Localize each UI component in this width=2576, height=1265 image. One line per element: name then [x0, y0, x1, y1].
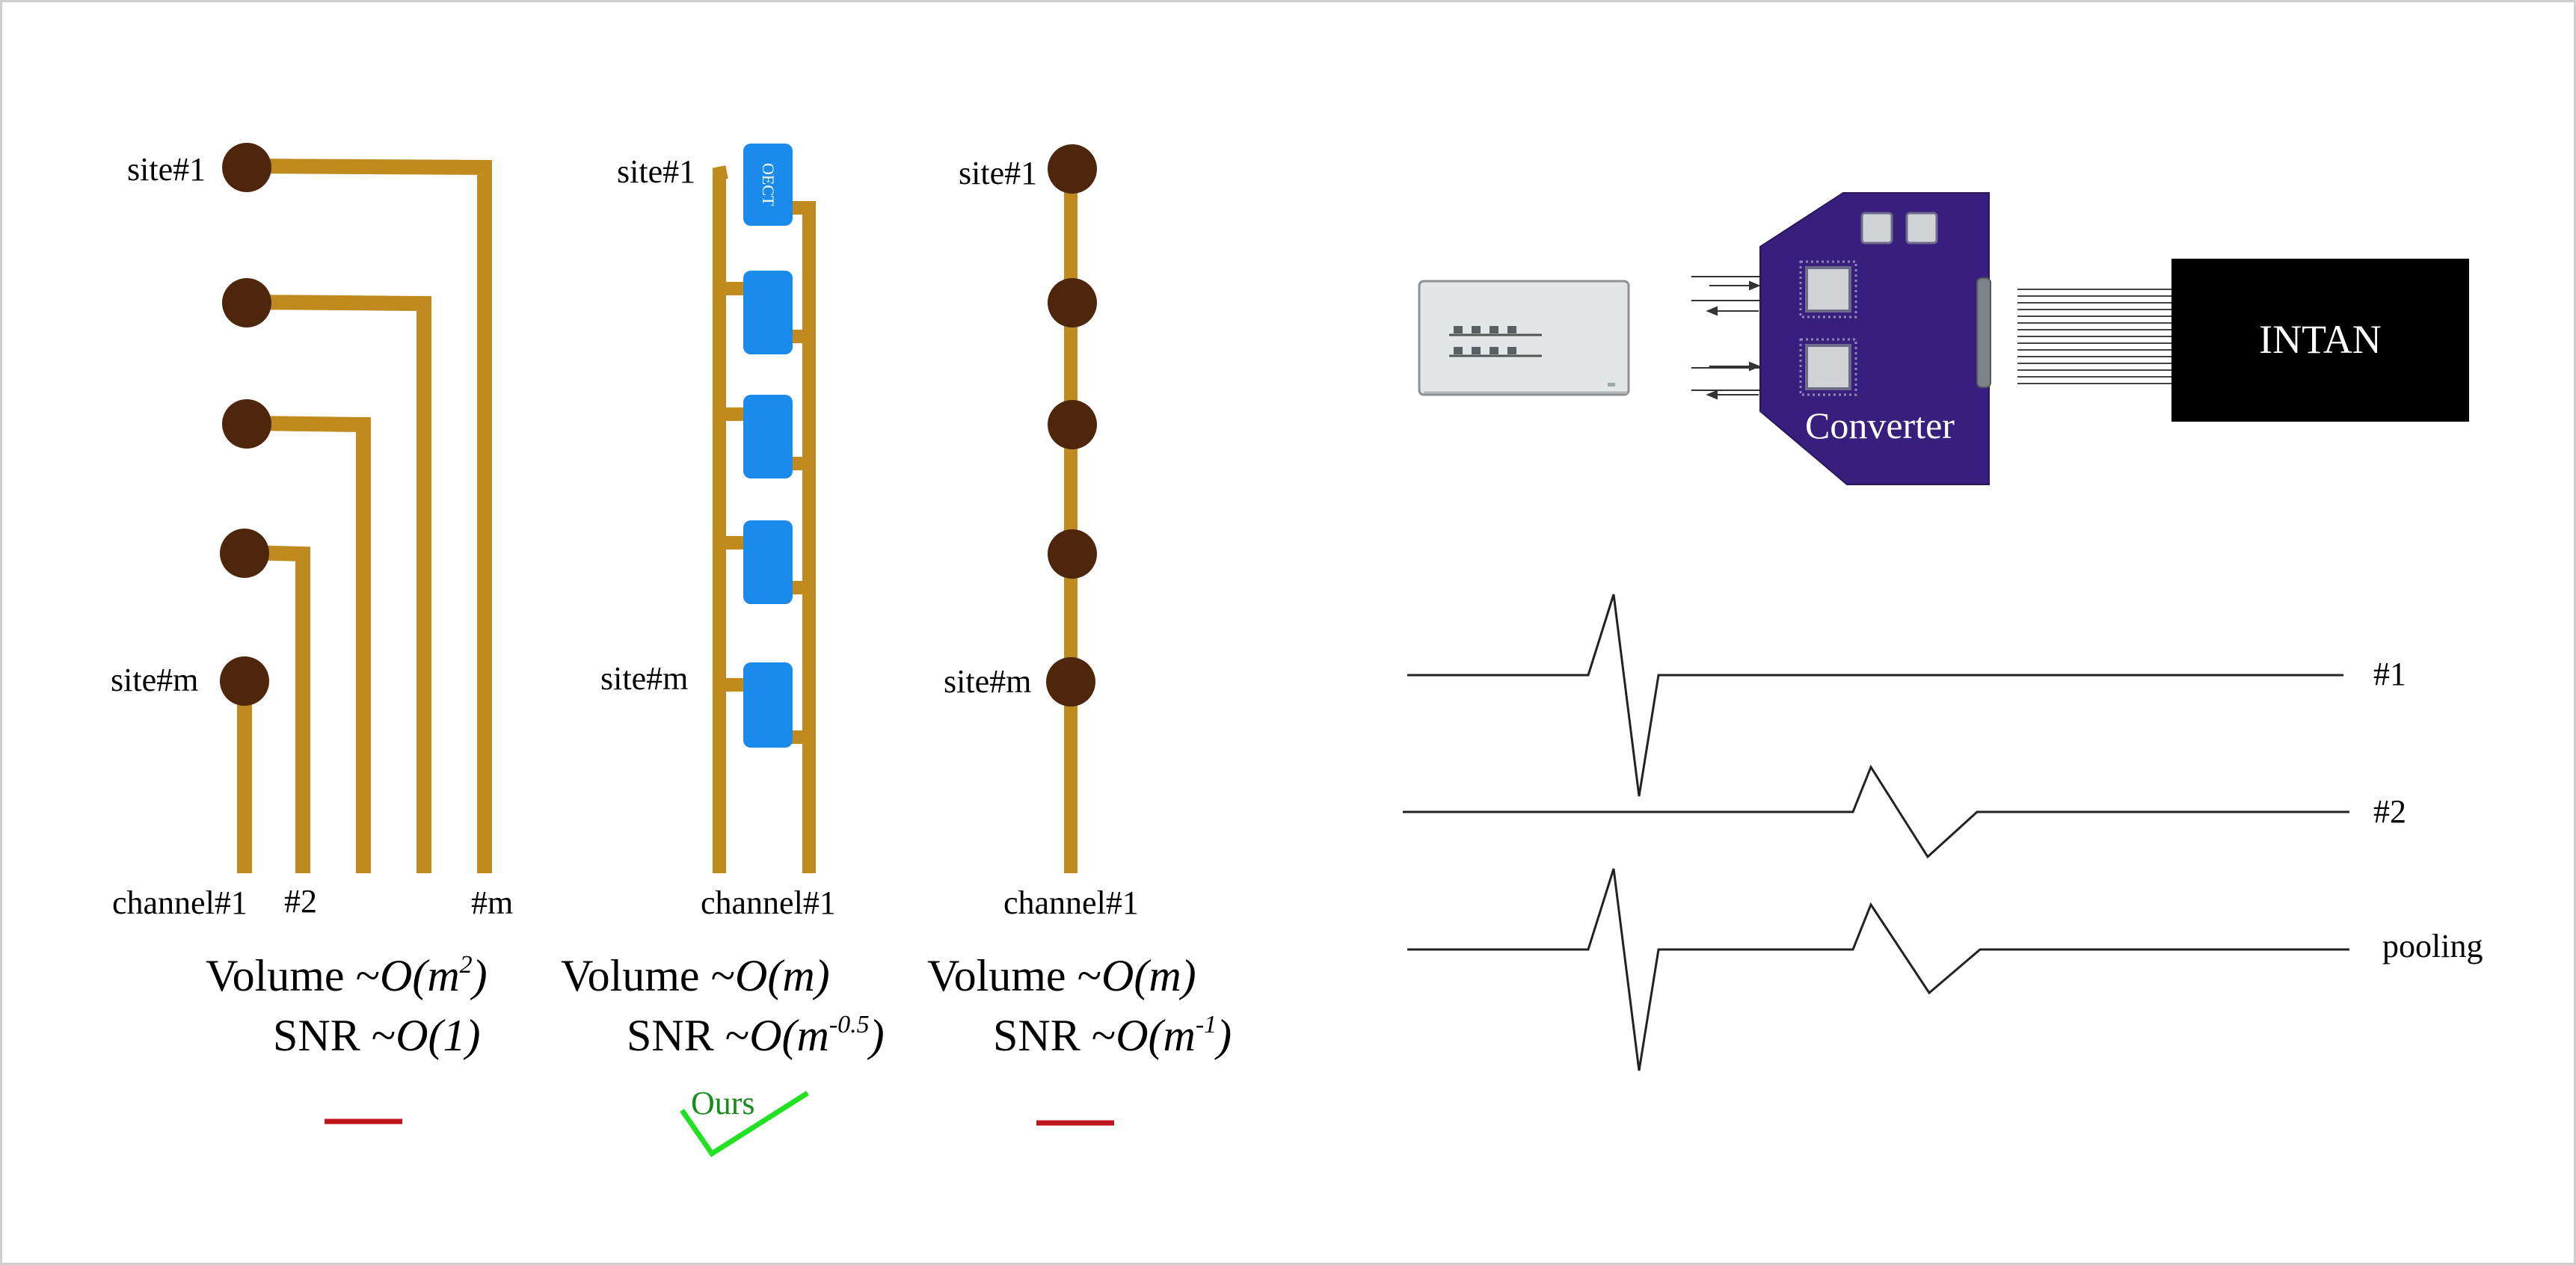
panel-a-label-site-first: site#1: [127, 151, 206, 188]
panel-c-snr-prefix: SNR ~: [993, 1011, 1116, 1060]
panel-a-site-m: [220, 656, 269, 706]
panel-a-volume-sup: 2: [460, 951, 473, 979]
panel-b-oect-5: [743, 662, 793, 748]
converter-pcb: [1759, 192, 1990, 485]
panel-a-snr-expr: O(1): [396, 1011, 480, 1060]
panel-b-snr-expr: O(m: [749, 1011, 829, 1060]
probe-chip: [1418, 280, 1630, 396]
panel-a-wire-2: [246, 295, 431, 873]
panel-b-snr: SNR ~O(m-0.5): [627, 1011, 885, 1060]
panel-a-wire-3: [246, 416, 371, 873]
trace-1-label: #1: [2373, 656, 2406, 692]
converter-connector: [1976, 277, 1991, 388]
converter-chip-1: [1799, 260, 1857, 318]
panel-b-volume-expr: O(m): [735, 951, 830, 1000]
intan-body: [2171, 259, 2469, 422]
panel-b-check-mark: [680, 1091, 809, 1157]
panel-c-site-3: [1048, 400, 1097, 449]
panel-b-oect-1: [743, 144, 793, 226]
panel-b-snr-close: ): [867, 1011, 885, 1060]
panel-a-volume-expr: O(m: [380, 951, 460, 1000]
panel-c-snr: SNR ~O(m-1): [993, 1011, 1232, 1060]
panel-c-site-2: [1048, 278, 1097, 327]
panel-b-volume: Volume ~O(m): [561, 951, 830, 1000]
panel-a-label-channel-second: #2: [284, 883, 317, 920]
panel-c-volume-expr: O(m): [1101, 951, 1196, 1000]
panel-c-volume-prefix: Volume ~: [927, 951, 1101, 1000]
trace-2-label: #2: [2373, 793, 2406, 830]
converter-board: Converter: [1759, 192, 1991, 485]
panel-b-oect-label: OECT: [759, 163, 778, 206]
panel-a-snr-prefix: SNR ~: [273, 1011, 396, 1060]
panel-a-volume: Volume ~O(m2): [206, 951, 488, 1000]
converter-pad-2: [1905, 212, 1938, 244]
probe-chip-body: [1418, 280, 1630, 396]
panel-b-label-channel-first: channel#1: [701, 884, 836, 921]
panel-b-snr-prefix: SNR ~: [627, 1011, 749, 1060]
converter-pad-1: [1860, 212, 1893, 244]
panel-c-label-channel-first: channel#1: [1003, 884, 1139, 921]
panel-c-snr-close: ): [1214, 1011, 1232, 1060]
panel-a-wire-1: [246, 158, 492, 873]
panel-c-volume: Volume ~O(m): [927, 951, 1196, 1000]
panel-b-oect-3: [743, 395, 793, 478]
panel-b-left-rail: [713, 165, 728, 873]
panel-a-label-channel-last: #m: [471, 884, 513, 921]
panel-c-site-m: [1046, 657, 1095, 707]
panel-b-volume-prefix: Volume ~: [561, 951, 735, 1000]
panel-b-oect-4: [743, 520, 793, 604]
panel-a-snr: SNR ~O(1): [273, 1011, 480, 1060]
panel-a-label-site-last: site#m: [111, 662, 198, 698]
panel-c-label-site-last: site#m: [944, 663, 1031, 700]
panel-c-label-site-first: site#1: [959, 155, 1037, 191]
panel-a-volume-close: ): [470, 951, 488, 1000]
converter-chip-2: [1799, 338, 1857, 396]
signal-traces: [1403, 594, 2349, 1071]
panel-c-site-4: [1048, 529, 1097, 579]
intan-label: INTAN: [2259, 317, 2382, 362]
panel-c-snr-expr: O(m: [1116, 1011, 1196, 1060]
panel-c-snr-sup: -1: [1196, 1011, 1217, 1038]
trace-2: [1403, 764, 2349, 859]
trace-1: [1407, 594, 2343, 797]
panel-a-label-channel-first: channel#1: [112, 884, 248, 921]
panel-b-label-site-first: site#1: [617, 153, 695, 190]
intan-box: INTAN: [2171, 259, 2469, 422]
panel-c-site-1: [1048, 144, 1097, 194]
panel-b-oect-2: [743, 271, 793, 354]
panel-c-sites: [1046, 144, 1097, 707]
panel-a-site-1: [222, 143, 271, 192]
panel-b-ours-label: Ours: [691, 1085, 755, 1121]
converter-label: Converter: [1805, 404, 1955, 446]
converter-to-intan-cable: [2017, 289, 2173, 384]
trace-3-label: pooling: [2382, 928, 2483, 964]
panel-b-label-site-last: site#m: [600, 660, 688, 697]
panel-b-oect-blocks: [743, 144, 793, 748]
trace-3: [1407, 868, 2349, 1071]
panel-a-volume-prefix: Volume ~: [206, 951, 380, 1000]
panel-a-site-3: [222, 399, 271, 449]
panel-a-site-4: [220, 529, 269, 578]
panel-b-snr-sup: -0.5: [829, 1011, 870, 1038]
panel-a-site-2: [222, 278, 271, 327]
panel-a-sites: [220, 143, 271, 706]
